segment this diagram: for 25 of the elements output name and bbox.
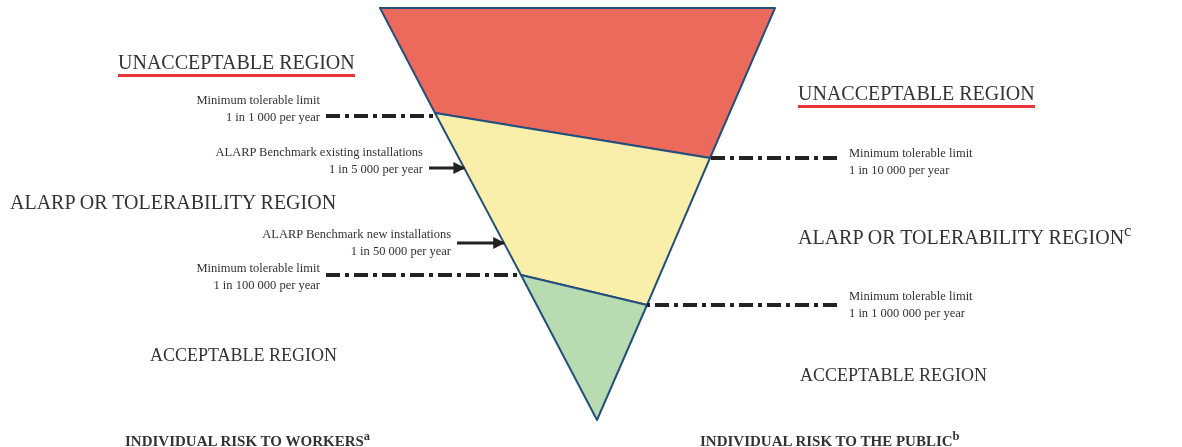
bottom-risk-triangle [520,274,648,421]
region-label: ACCEPTABLE REGION [150,344,338,367]
limit-label: Minimum tolerable limit [196,92,320,109]
limit-label: Minimum tolerable limit [849,288,973,305]
frequency-label: 1 in 1 000 per year [225,109,320,126]
column-heading: INDIVIDUAL RISK TO WORKERS$^{a}$ [125,428,371,447]
arrow [429,162,466,174]
leader-line [647,303,837,307]
limit-label: Minimum tolerable limit [849,145,973,162]
region-label: ALARP OR TOLERABILITY REGION$^{c}$ [798,220,1132,249]
leader-line [710,156,837,160]
region-label: ACCEPTABLE REGION [800,364,988,387]
frequency-label: 1 in 100 000 per year [213,277,320,294]
limit-label: Minimum tolerable limit [196,260,320,277]
limit-label: ALARP Benchmark existing installations [215,144,423,161]
frequency-label: 1 in 10 000 per year [849,162,950,179]
column-heading: INDIVIDUAL RISK TO THE PUBLIC$^{b}$ [700,428,960,447]
limit-label: ALARP Benchmark new installations [262,226,451,243]
frequency-label: 1 in 1 000 000 per year [849,305,965,322]
region-label: UNACCEPTABLE REGION [798,81,1035,108]
region-label: UNACCEPTABLE REGION [118,50,355,77]
region-label: ALARP OR TOLERABILITY REGION [10,190,337,214]
frequency-label: 1 in 50 000 per year [350,243,451,260]
arrow [457,237,506,249]
frequency-label: 1 in 5 000 per year [328,161,423,178]
